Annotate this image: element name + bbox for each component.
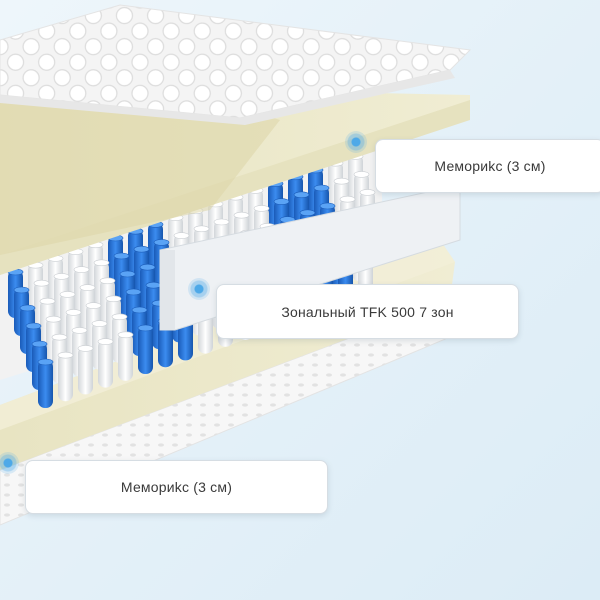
spring-coil-cap bbox=[145, 281, 162, 289]
spring-coil-cap bbox=[131, 306, 148, 314]
spring-coil-cap bbox=[113, 252, 130, 260]
spring-coil-white bbox=[58, 353, 73, 402]
spring-coil-cap bbox=[105, 295, 122, 303]
spring-coil-cap bbox=[359, 189, 376, 196]
spring-coil-cap bbox=[25, 322, 42, 330]
spring-coil-cap bbox=[253, 205, 270, 212]
spring-coil-cap bbox=[117, 331, 134, 339]
spring-coil-cap bbox=[293, 191, 310, 199]
spring-coil-cap bbox=[45, 315, 62, 323]
spring-coil-cap bbox=[73, 266, 90, 273]
spring-coil-cap bbox=[339, 195, 356, 203]
spring-coil-cap bbox=[79, 284, 96, 291]
spring-coil-cap bbox=[133, 245, 150, 253]
spring-coil-white bbox=[118, 332, 133, 381]
spring-coil-cap bbox=[59, 291, 76, 298]
spring-coil-cap bbox=[51, 333, 68, 341]
spring-coil-cap bbox=[153, 239, 170, 246]
spring-coil-white bbox=[78, 346, 93, 395]
callout-bottom-layer-text: Мемориkс (3 см) bbox=[120, 479, 233, 495]
spring-coil-cap bbox=[193, 225, 210, 233]
spring-coil-cap bbox=[65, 309, 82, 316]
spring-coil-cap bbox=[77, 345, 94, 352]
spring-coil-cap bbox=[213, 218, 230, 226]
spring-coil-cap bbox=[173, 232, 190, 239]
spring-coil-blue bbox=[138, 326, 153, 374]
spring-coil-cap bbox=[233, 211, 250, 219]
spring-coil-cap bbox=[37, 358, 54, 366]
spring-coil-cap bbox=[53, 273, 70, 280]
spring-coil-cap bbox=[319, 202, 336, 210]
spring-coil-cap bbox=[57, 351, 74, 359]
spring-coil-cap bbox=[273, 198, 290, 205]
spring-coil-cap bbox=[97, 338, 114, 345]
marker-bottom-icon[interactable] bbox=[0, 452, 19, 474]
spring-coil-cap bbox=[33, 279, 50, 287]
spring-coil-cap bbox=[313, 184, 330, 192]
spring-coil-blue bbox=[38, 360, 53, 408]
spring-block bbox=[0, 140, 461, 408]
marker-middle-icon[interactable] bbox=[188, 278, 210, 300]
spring-coil-cap bbox=[91, 320, 108, 327]
spring-coil-cap bbox=[99, 277, 116, 285]
spring-coil-cap bbox=[39, 297, 56, 305]
spring-coil-cap bbox=[119, 270, 136, 278]
callout-spring-block-text: Зональный TFK 500 7 зон bbox=[281, 303, 454, 320]
spring-coil-cap bbox=[125, 288, 142, 296]
spring-coil-cap bbox=[353, 171, 370, 178]
spring-coil-cap bbox=[111, 313, 128, 321]
spring-coil-cap bbox=[299, 209, 316, 217]
spring-coil-white bbox=[98, 339, 113, 388]
spring-coil-cap bbox=[31, 340, 48, 348]
spring-coil-cap bbox=[13, 286, 30, 294]
spring-coil-cap bbox=[71, 327, 88, 334]
marker-top-icon[interactable] bbox=[345, 131, 367, 153]
spring-coil-cap bbox=[19, 304, 36, 312]
spring-coil-cap bbox=[93, 259, 110, 267]
spring-coil-cap bbox=[85, 302, 102, 309]
callout-bottom-layer: Мемориkс (3 см) bbox=[25, 460, 328, 514]
spring-coil-cap bbox=[137, 324, 154, 332]
spring-coil-blue bbox=[158, 319, 173, 368]
spring-coil-cap bbox=[139, 263, 156, 271]
callout-top-layer: Мемориkс (3 см) bbox=[375, 139, 600, 193]
callout-top-layer-text: Мемориkс (3 см) bbox=[434, 158, 546, 174]
spring-coil-cap bbox=[333, 177, 350, 185]
callout-spring-block: Зональный TFK 500 7 зон bbox=[216, 284, 519, 339]
